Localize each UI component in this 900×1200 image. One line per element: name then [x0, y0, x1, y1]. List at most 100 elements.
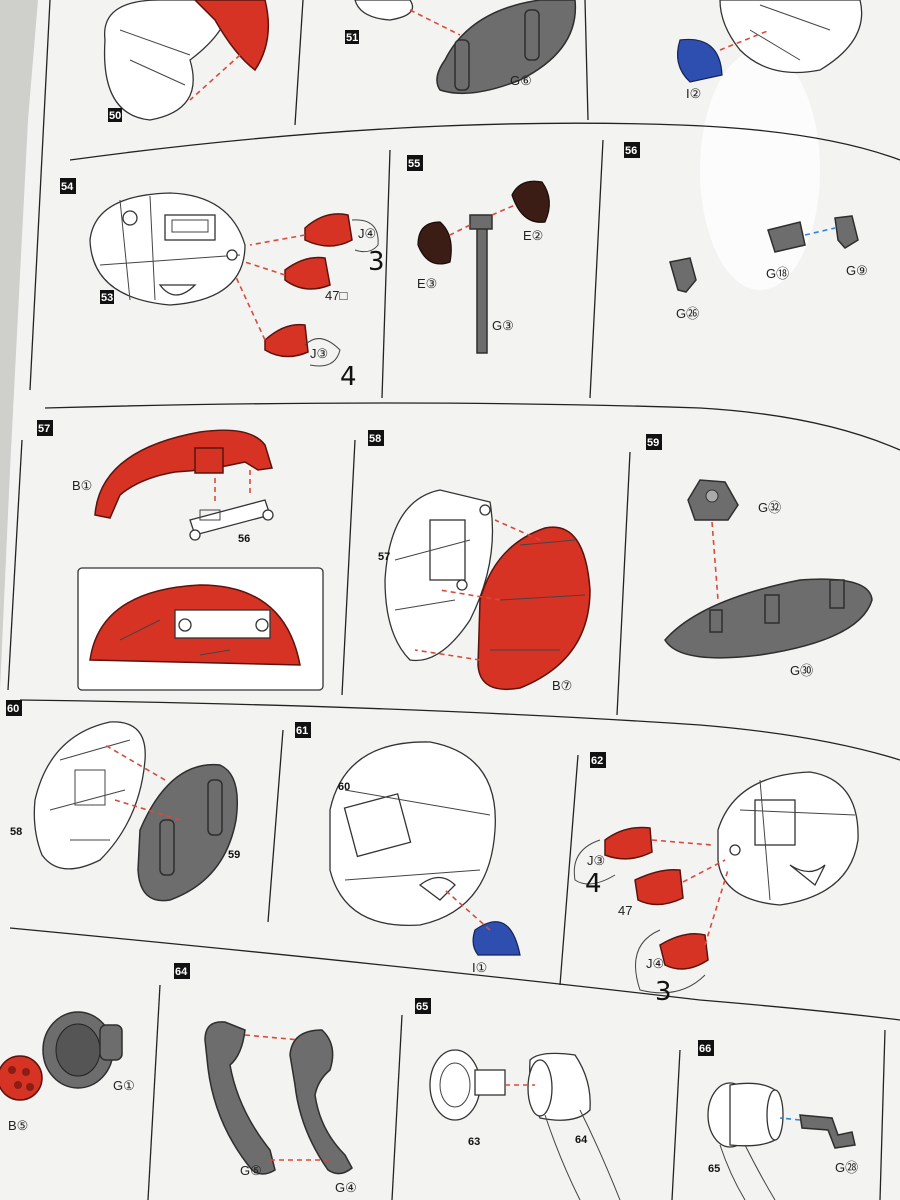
part-label-j3: J③: [310, 346, 328, 361]
step-number-66: 66: [699, 1043, 711, 1055]
handwritten-note-3: 3: [368, 247, 385, 277]
col-divider-l: [879, 1029, 886, 1200]
col-divider-f: [616, 451, 631, 716]
col-divider-a: [294, 0, 304, 126]
panel-top-right: I②: [677, 0, 863, 101]
step-number-58: 58: [369, 433, 381, 445]
shell-b7: [477, 526, 591, 690]
part-g26: [669, 257, 697, 293]
step-number-60: 60: [7, 703, 19, 715]
part-g9: [834, 215, 859, 249]
nozzle-47-b: [634, 868, 684, 906]
subassembly-label-65: 65: [708, 1163, 720, 1175]
part-label-i2: I②: [686, 86, 701, 101]
step-58: 58 57 B⑦: [368, 430, 591, 693]
shell-b1: [94, 429, 273, 519]
nozzle-j4: [304, 213, 353, 247]
assembly-58: [33, 721, 146, 870]
part-b5: [0, 1055, 43, 1101]
row-divider-1: [69, 122, 900, 161]
col-divider-d: [589, 139, 604, 399]
row-divider-3: [19, 699, 900, 761]
part-label-g6: G⑥: [510, 73, 532, 88]
part-label-i1: I①: [472, 960, 487, 975]
part-label-g9: G⑨: [846, 263, 868, 278]
step-65: 65 63 64: [415, 998, 621, 1200]
step-60: 60 58 59: [6, 700, 240, 902]
row-divider-2: [44, 402, 900, 451]
part-label-j4-b: J④: [646, 956, 664, 971]
col-divider-c: [381, 149, 391, 399]
part-label-b1: B①: [72, 478, 92, 493]
step-62: 62 J③ 47 J④ 4 3: [573, 752, 859, 1007]
step-54: 54 53 J④ 47□ J③ 3 4: [60, 178, 385, 392]
part-label-j4: J④: [358, 226, 376, 241]
part-label-g4: G④: [335, 1180, 357, 1195]
arm-g4: [289, 1029, 353, 1175]
assembly-60: [329, 741, 496, 927]
col-divider-e: [341, 439, 356, 696]
nozzle-j4-b: [659, 933, 709, 970]
part-label-g28: G㉘: [835, 1160, 858, 1175]
part-label-g32: G㉜: [758, 500, 781, 515]
handwritten-note-4b: 4: [585, 869, 602, 899]
subassembly-label-59: 59: [228, 849, 240, 861]
handwritten-note-3b: 3: [655, 977, 672, 1007]
step-number-55: 55: [408, 158, 420, 170]
subassembly-label-63: 63: [468, 1136, 480, 1148]
subassembly-label-56: 56: [238, 533, 250, 545]
part-e2: [511, 180, 550, 223]
arm-g5: [204, 1021, 276, 1175]
step-number-59: 59: [647, 437, 659, 449]
part-label-g1: G①: [113, 1078, 135, 1093]
light-glare: [700, 50, 820, 290]
step-number-62: 62: [591, 755, 603, 767]
part-label-g26: G㉖: [676, 306, 699, 321]
col-divider-h: [559, 754, 579, 986]
subassembly-label-64: 64: [575, 1134, 588, 1146]
col-divider-k: [671, 1049, 681, 1200]
part-label-g18: G⑱: [766, 266, 789, 281]
part-63: [429, 1049, 481, 1121]
panel-top-middle: 51 G⑥: [345, 0, 577, 95]
step-66: 66 65 G㉘: [698, 1040, 858, 1200]
part-label-j3-b: J③: [587, 853, 605, 868]
step-63: B⑤ G①: [0, 1011, 135, 1133]
part-g18: [767, 221, 806, 253]
part-label-b7: B⑦: [552, 678, 572, 693]
step-61: 61 60 I①: [295, 722, 521, 975]
cap-i1: [472, 921, 521, 956]
part-label-47-b: 47: [618, 903, 632, 918]
nozzle-j3: [264, 323, 309, 358]
row-divider-4: [9, 927, 900, 1021]
part-label-g30: G㉚: [790, 663, 813, 678]
step-55: 55 E③ E② G③: [407, 155, 550, 354]
step-56: 56 G㉖ G⑱ G⑨: [624, 142, 868, 321]
subassembly-label-51: 51: [346, 32, 358, 44]
subassembly-label-58: 58: [10, 826, 22, 838]
col-divider-b: [584, 0, 589, 121]
handwritten-note-4: 4: [340, 362, 357, 392]
step-number-57: 57: [38, 423, 50, 435]
step-number-65: 65: [416, 1001, 428, 1013]
part-label-g3: G③: [492, 318, 514, 333]
subassembly-label-53: 53: [101, 292, 113, 304]
col-divider-i: [147, 984, 161, 1200]
step-number-64: 64: [175, 966, 188, 978]
step-64: 64 G⑤ G④: [174, 963, 357, 1195]
step-59: 59 G㉜ G㉚: [646, 434, 873, 678]
step-number-54: 54: [61, 181, 74, 193]
col-divider-g: [267, 729, 284, 923]
part-label-e2: E②: [523, 228, 543, 243]
step-number-56: 56: [625, 145, 637, 157]
part-label-b5: B⑤: [8, 1118, 28, 1133]
subassembly-label-50: 50: [109, 110, 121, 122]
step-57: 57 B① 56: [37, 420, 324, 691]
panel-top-left: 50: [103, 0, 270, 122]
subassembly-label-57: 57: [378, 551, 390, 563]
subassembly-label-60: 60: [338, 781, 350, 793]
nozzle-j3-b: [604, 826, 653, 860]
left-margin-line-2: [7, 439, 23, 691]
part-label-47: 47□: [325, 288, 347, 303]
